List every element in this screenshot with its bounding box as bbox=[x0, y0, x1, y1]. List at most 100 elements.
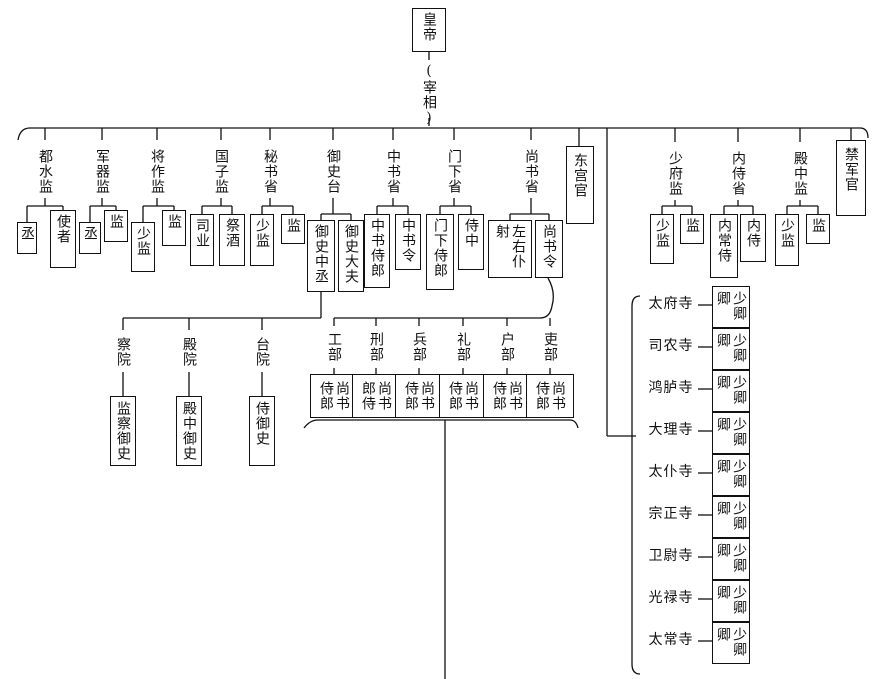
officials-taichangsi-label: 少卿卿 bbox=[715, 627, 748, 657]
agency-zhongshusheng: 中书省 bbox=[381, 142, 405, 200]
ministry-libu_personnel-official-0: 侍郎 bbox=[534, 381, 550, 411]
official-zhongshusheng-1: 中书令 bbox=[395, 214, 421, 270]
officials-guanglusi: 少卿卿 bbox=[712, 580, 750, 622]
main-bar bbox=[17, 127, 869, 141]
court-taipusi: 太仆寺 bbox=[640, 462, 702, 482]
official-junqijian-0-label: 丞 bbox=[82, 226, 99, 241]
official-yushitai-1: 御史大夫 bbox=[338, 220, 364, 292]
official-dianyuan-label: 殿中御史 bbox=[181, 401, 198, 461]
ministry-xingbu: 刑部 bbox=[364, 326, 388, 368]
agency-shangshusheng: 尚书省 bbox=[519, 142, 543, 200]
ministry-gongbu-official-0: 侍郎 bbox=[318, 381, 334, 411]
agency-neishisheng-label: 内侍省 bbox=[730, 150, 746, 196]
official-taiyuan: 侍御史 bbox=[249, 396, 275, 466]
court-zongzhengsi: 宗正寺 bbox=[640, 504, 702, 524]
ministry-box-xingbu: 尚书郎侍 bbox=[352, 374, 400, 418]
official-junqijian-0: 丞 bbox=[79, 222, 101, 254]
agency-neishisheng: 内侍省 bbox=[726, 144, 750, 202]
court-taichangsi-label: 太常寺 bbox=[648, 632, 694, 648]
agency-dushuijian-label: 都水监 bbox=[37, 148, 53, 194]
official-dushuijian-0-label: 丞 bbox=[19, 226, 36, 241]
agency-menxiasheng: 门下省 bbox=[442, 142, 466, 200]
officials-guanglusi-label: 少卿卿 bbox=[715, 585, 748, 615]
ministry-libu_personnel-label: 吏部 bbox=[542, 332, 558, 362]
officials-taifusi-label: 少卿卿 bbox=[715, 291, 748, 321]
agency-mishusheng-label: 秘书省 bbox=[262, 148, 278, 194]
official-guozijian-1-label: 祭酒 bbox=[224, 218, 241, 248]
court-taifusi-label: 太府寺 bbox=[648, 296, 694, 312]
ministry-bingbu-official-1: 尚书 bbox=[419, 381, 435, 411]
official-yushitai-0-label: 御史中丞 bbox=[313, 224, 330, 284]
official-jiangzuojian-1: 监 bbox=[162, 210, 186, 246]
official-taiyuan-label: 侍御史 bbox=[254, 401, 271, 446]
court-sinongsi: 司农寺 bbox=[640, 336, 702, 356]
officials-dalisi: 少卿卿 bbox=[712, 412, 750, 454]
agency-dushuijian: 都水监 bbox=[33, 142, 57, 200]
ministry-xingbu-label: 刑部 bbox=[368, 332, 384, 362]
court-honglusi-label: 鸿胪寺 bbox=[648, 380, 694, 396]
official-guozijian-1: 祭酒 bbox=[219, 214, 245, 266]
court-taiyuan: 台院 bbox=[250, 332, 274, 372]
agency-guozijian-label: 国子监 bbox=[213, 148, 229, 194]
officials-sinongsi-label: 少卿卿 bbox=[715, 333, 748, 363]
official-jiangzuojian-1-label: 监 bbox=[166, 214, 183, 229]
official-jiangzuojian-0: 少监 bbox=[131, 222, 155, 272]
agency-shaofujian: 少府监 bbox=[663, 144, 687, 202]
court-zongzhengsi-label: 宗正寺 bbox=[648, 506, 694, 522]
official-zhongshusheng-0-label: 中书侍郎 bbox=[369, 218, 386, 278]
agency-guozijian: 国子监 bbox=[209, 142, 233, 200]
shangshu-to-ministries bbox=[334, 277, 554, 319]
agency-junqijian-label: 军器监 bbox=[94, 148, 110, 194]
ministry-libu_rites-official-1: 尚书 bbox=[463, 381, 479, 411]
official-neishisheng-0-label: 内常侍 bbox=[716, 218, 733, 263]
ministry-bingbu: 兵部 bbox=[407, 326, 431, 368]
court-dalisi-label: 大理寺 bbox=[648, 422, 694, 438]
emperor-box-label: 皇帝 bbox=[421, 12, 438, 42]
court-dalisi: 大理寺 bbox=[640, 420, 702, 440]
officials-sinongsi: 少卿卿 bbox=[712, 328, 750, 370]
official-mishusheng-1-label: 监 bbox=[285, 218, 302, 233]
official-dianzhongjian-1-label: 监 bbox=[810, 218, 827, 233]
ministry-xingbu-official-0: 郎侍 bbox=[360, 381, 376, 411]
officials-taipusi: 少卿卿 bbox=[712, 454, 750, 496]
official-yushitai-1-label: 御史大夫 bbox=[343, 224, 360, 284]
official-zhongshusheng-0: 中书侍郎 bbox=[364, 214, 390, 288]
jinjun-box-label: 禁军官 bbox=[843, 147, 860, 192]
official-dushuijian-1-label: 使者 bbox=[55, 214, 72, 244]
court-taifusi: 太府寺 bbox=[640, 294, 702, 314]
official-shangshusheng-1-label: 尚书令 bbox=[541, 224, 558, 269]
court-guanglusi: 光禄寺 bbox=[640, 588, 702, 608]
ministry-bingbu-label: 兵部 bbox=[411, 332, 427, 362]
ministry-libu_rites-official-0: 侍郎 bbox=[447, 381, 463, 411]
official-mishusheng-0: 少监 bbox=[250, 214, 274, 266]
donggong-box: 东宫官 bbox=[566, 146, 594, 224]
officials-weiweisi-label: 少卿卿 bbox=[715, 543, 748, 573]
jinjun-box: 禁军官 bbox=[836, 140, 866, 216]
agency-yushitai: 御史台 bbox=[321, 142, 345, 200]
official-menxiasheng-0-label: 门下侍郎 bbox=[432, 218, 449, 278]
officials-zongzhengsi: 少卿卿 bbox=[712, 496, 750, 538]
officials-honglusi-label: 少卿卿 bbox=[715, 375, 748, 405]
agency-yushitai-label: 御史台 bbox=[325, 148, 341, 194]
official-shaofujian-1-label: 监 bbox=[684, 218, 701, 233]
official-dianzhongjian-0: 少监 bbox=[775, 214, 799, 266]
officials-dalisi-label: 少卿卿 bbox=[715, 417, 748, 447]
official-shaofujian-1: 监 bbox=[680, 214, 704, 244]
ministry-hubu-official-1: 尚书 bbox=[507, 381, 523, 411]
agency-shangshusheng-label: 尚书省 bbox=[523, 148, 539, 194]
official-neishisheng-1-label: 内侍 bbox=[745, 218, 762, 248]
official-junqijian-1: 监 bbox=[104, 210, 128, 242]
ministry-box-libu_rites: 尚书侍郎 bbox=[439, 374, 487, 418]
official-yushitai-0: 御史中丞 bbox=[307, 220, 335, 292]
ministry-bingbu-official-0: 侍郎 bbox=[403, 381, 419, 411]
official-shangshusheng-0-label: 左右仆射 bbox=[494, 224, 527, 269]
ministry-libu_personnel: 吏部 bbox=[538, 326, 562, 368]
officials-taifusi: 少卿卿 bbox=[712, 286, 750, 328]
official-shangshusheng-0: 左右仆射 bbox=[488, 220, 532, 278]
court-weiweisi: 卫尉寺 bbox=[640, 546, 702, 566]
official-neishisheng-0: 内常侍 bbox=[710, 214, 738, 278]
official-dianzhongjian-0-label: 少监 bbox=[779, 218, 796, 248]
agency-junqijian: 军器监 bbox=[90, 142, 114, 200]
official-menxiasheng-0: 门下侍郎 bbox=[426, 214, 454, 290]
